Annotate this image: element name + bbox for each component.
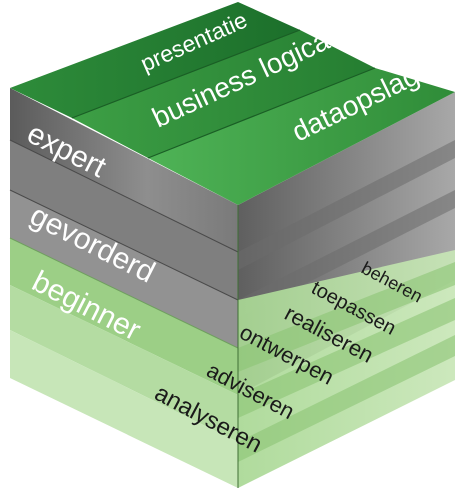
left-row-expert bbox=[10, 88, 238, 252]
right-green-band-2 bbox=[238, 298, 455, 418]
right-green-band-1 bbox=[238, 262, 455, 372]
left-green-band-1 bbox=[10, 238, 238, 395]
left-divider-3 bbox=[9, 237, 239, 349]
top-row-dataopslag bbox=[148, 68, 455, 205]
top-row-business-logica bbox=[72, 30, 375, 158]
top-divider-2 bbox=[147, 67, 376, 159]
right-green-band-3 bbox=[238, 335, 455, 462]
left-row-gevorderd bbox=[10, 140, 238, 300]
left-face bbox=[9, 88, 239, 488]
left-divider-1 bbox=[9, 139, 239, 253]
left-row-beginner bbox=[10, 190, 238, 348]
top-divider-1 bbox=[71, 29, 301, 119]
top-row-presentatie bbox=[10, 2, 300, 118]
top-face bbox=[10, 2, 455, 205]
left-green-band-2 bbox=[10, 285, 238, 442]
left-divider-2 bbox=[9, 189, 239, 301]
right-face bbox=[237, 92, 455, 488]
left-green-band-3 bbox=[10, 330, 238, 488]
right-grey-stripe-1 bbox=[238, 140, 455, 270]
right-grey-stripe-2 bbox=[238, 190, 455, 318]
